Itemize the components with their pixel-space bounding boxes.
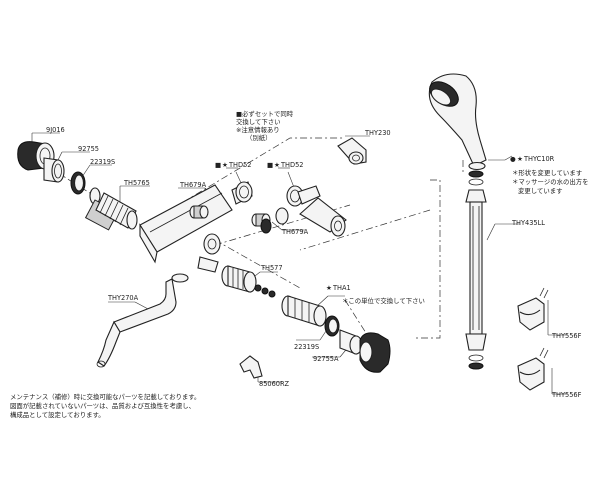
label-thy556f-1: THY556F bbox=[551, 332, 582, 340]
set-note-line-2: 交換して下さい bbox=[236, 117, 281, 126]
wrench-85060rz bbox=[239, 355, 263, 379]
label-thy556f-2: THY556F bbox=[551, 391, 582, 399]
marker-star-thyc10r: ★ bbox=[517, 155, 523, 163]
spout-thy270a bbox=[96, 273, 189, 368]
footer-line-1: メンテナンス（補修）時に交換可能なパーツを記載しております。 bbox=[10, 392, 200, 401]
unit-note: ＊この単位で交換して下さい bbox=[342, 296, 425, 305]
label-th5765: TH5765 bbox=[123, 179, 150, 187]
set-note-line-4: （別紙） bbox=[246, 133, 272, 142]
marker-star-tha1: ★ bbox=[326, 284, 332, 292]
footer-note: メンテナンス（補修）時に交換可能なパーツを記載しております。 図面が記載されてい… bbox=[10, 392, 200, 419]
footer-line-2: 図面が記載されていないパーツは、品質および互換性を考慮し、 bbox=[10, 401, 195, 410]
faucet-body bbox=[139, 184, 233, 273]
part-labels: 9J016 92755 22319S TH5765 TH679A ■ ★ THD… bbox=[46, 126, 582, 399]
ring-92755 bbox=[43, 157, 65, 183]
hose-thy435ll bbox=[465, 189, 487, 370]
set-note-line-3: ※注意情報あり bbox=[236, 125, 280, 134]
holder-thy556f-2 bbox=[517, 347, 549, 391]
label-th679a-2: TH679A bbox=[281, 228, 309, 236]
strainer-th577 bbox=[221, 265, 276, 298]
label-85060rz: 85060RZ bbox=[259, 380, 290, 388]
label-th577: TH577 bbox=[260, 264, 283, 272]
assembly-axes bbox=[29, 137, 479, 356]
label-th679a-1: TH679A bbox=[179, 181, 207, 189]
label-thyc10r: THYC10R bbox=[523, 155, 555, 163]
shower-note-line-1: ＊形状を変更しています bbox=[512, 168, 582, 177]
label-thy230: THY230 bbox=[364, 129, 391, 137]
marker-bullet-thyc10r: ● bbox=[510, 155, 516, 163]
part-th679a-1 bbox=[189, 205, 209, 219]
label-92755: 92755 bbox=[78, 145, 99, 153]
handle-right bbox=[359, 332, 391, 373]
oring-22319s-left bbox=[70, 171, 86, 195]
label-thd52-1: THD52 bbox=[228, 161, 251, 169]
label-thd52-2: THD52 bbox=[280, 161, 303, 169]
marker-star-thd52-1: ★ bbox=[222, 161, 228, 169]
label-92755a: 92755A bbox=[313, 355, 339, 363]
marker-set-thd52-2: ■ bbox=[267, 161, 273, 169]
nut-thd52-1 bbox=[231, 181, 253, 205]
set-note: ■必ずセットで同時 交換して下さい ※注意情報あり （別紙） bbox=[236, 109, 294, 142]
set-note-line-1: ■必ずセットで同時 bbox=[236, 109, 294, 118]
marker-star-thd52-2: ★ bbox=[274, 161, 280, 169]
marker-set-thd52-1: ■ bbox=[215, 161, 221, 169]
label-tha1: THA1 bbox=[332, 284, 351, 292]
cartridge-th5765 bbox=[84, 187, 138, 231]
shower-head bbox=[428, 73, 487, 186]
cartridge-tha1 bbox=[281, 295, 327, 327]
arm-connector bbox=[260, 197, 347, 237]
label-9j016: 9J016 bbox=[46, 126, 65, 134]
shower-note-line-2: ＊マッサージの水の出方を bbox=[512, 177, 589, 186]
label-22319s-b: 22319S bbox=[294, 343, 319, 351]
nut-thd52-2 bbox=[286, 185, 321, 207]
label-thy435ll: THY435LL bbox=[511, 219, 545, 227]
shower-note: ＊形状を変更しています ＊マッサージの水の出方を 変更しています bbox=[512, 168, 589, 195]
label-22319s: 22319S bbox=[90, 158, 115, 166]
ring-92755a bbox=[339, 329, 363, 355]
elbow-thy230 bbox=[337, 137, 367, 165]
leader-lines bbox=[31, 132, 568, 395]
label-thy270a: THY270A bbox=[107, 294, 139, 302]
holder-thy556f-1 bbox=[517, 287, 549, 331]
footer-line-3: 構成品として設定しております。 bbox=[10, 410, 105, 419]
oring-22319s-right bbox=[324, 315, 340, 337]
shower-note-line-3: 変更しています bbox=[518, 186, 563, 195]
